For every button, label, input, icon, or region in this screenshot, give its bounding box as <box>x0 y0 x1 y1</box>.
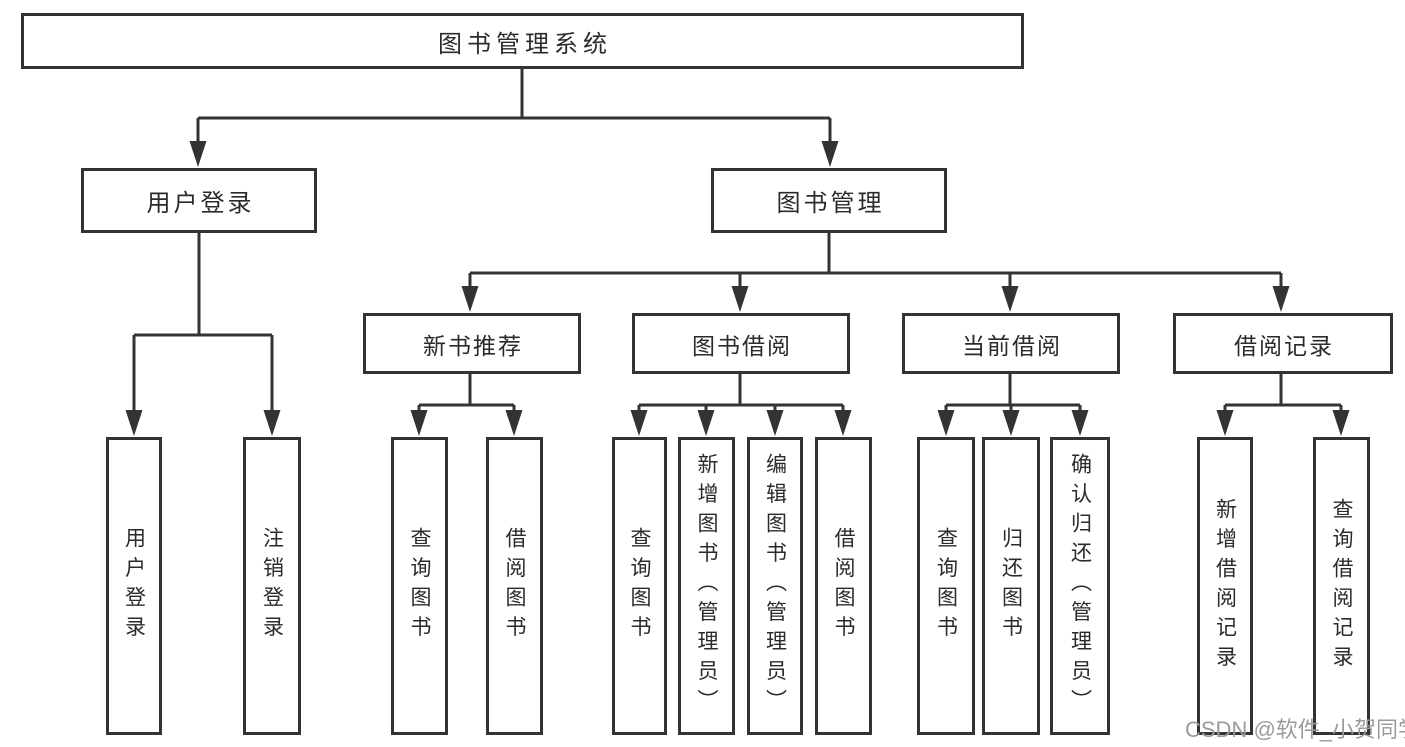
node-leaf-add-borrow-record: 新增借阅记录 <box>1197 437 1253 735</box>
node-leaf-user-login: 用户登录 <box>106 437 162 735</box>
node-leaf-query-borrow-record: 查询借阅记录 <box>1313 437 1370 735</box>
connector-new-books-to-leaves <box>410 374 523 436</box>
arrowhead-icon <box>1216 410 1234 436</box>
node-leaf-confirm-return-admin: 确认归还（管理员） <box>1050 437 1110 735</box>
connector-user-login-to-leaves <box>125 233 281 436</box>
connector-root-to-level1 <box>189 69 839 167</box>
node-leaf-query-books-3: 查询图书 <box>917 437 975 735</box>
node-current-borrowing: 当前借阅 <box>902 313 1120 374</box>
arrowhead-icon <box>766 410 784 436</box>
arrowhead-icon <box>1001 286 1019 312</box>
arrowhead-icon <box>821 141 839 167</box>
arrowhead-icon <box>937 410 955 436</box>
arrowhead-icon <box>630 410 648 436</box>
node-new-book-recommend: 新书推荐 <box>363 313 581 374</box>
arrowhead-icon <box>697 410 715 436</box>
node-book-management: 图书管理 <box>711 168 947 233</box>
arrowhead-icon <box>125 410 143 436</box>
arrowhead-icon <box>461 286 479 312</box>
arrowhead-icon <box>1332 410 1350 436</box>
node-leaf-borrow-books-1: 借阅图书 <box>486 437 543 735</box>
arrowhead-icon <box>505 410 523 436</box>
node-leaf-borrow-books-2: 借阅图书 <box>815 437 872 735</box>
arrowhead-icon <box>1071 410 1089 436</box>
arrowhead-icon <box>410 410 428 436</box>
arrowhead-icon <box>1272 286 1290 312</box>
connector-book-borrow-to-leaves <box>630 374 852 436</box>
node-leaf-return-books: 归还图书 <box>982 437 1040 735</box>
node-book-borrowing: 图书借阅 <box>632 313 850 374</box>
arrowhead-icon <box>731 286 749 312</box>
node-borrowing-records: 借阅记录 <box>1173 313 1393 374</box>
csdn-watermark: CSDN @软件_小贺同学 <box>1185 717 1405 742</box>
node-leaf-edit-books-admin: 编辑图书（管理员） <box>747 437 803 735</box>
arrowhead-icon <box>1002 410 1020 436</box>
node-library-management-system: 图书管理系统 <box>21 13 1024 69</box>
node-leaf-logout: 注销登录 <box>243 437 301 735</box>
node-user-login: 用户登录 <box>81 168 317 233</box>
arrowhead-icon <box>834 410 852 436</box>
connector-book-mgmt-to-level2 <box>461 233 1290 312</box>
arrowhead-icon <box>189 141 207 167</box>
node-leaf-add-books-admin: 新增图书（管理员） <box>678 437 735 735</box>
node-leaf-query-books-1: 查询图书 <box>391 437 448 735</box>
connector-borrow-records-to-leaves <box>1216 374 1350 436</box>
arrowhead-icon <box>263 410 281 436</box>
connector-current-borrow-to-leaves <box>937 374 1089 436</box>
node-leaf-query-books-2: 查询图书 <box>612 437 667 735</box>
